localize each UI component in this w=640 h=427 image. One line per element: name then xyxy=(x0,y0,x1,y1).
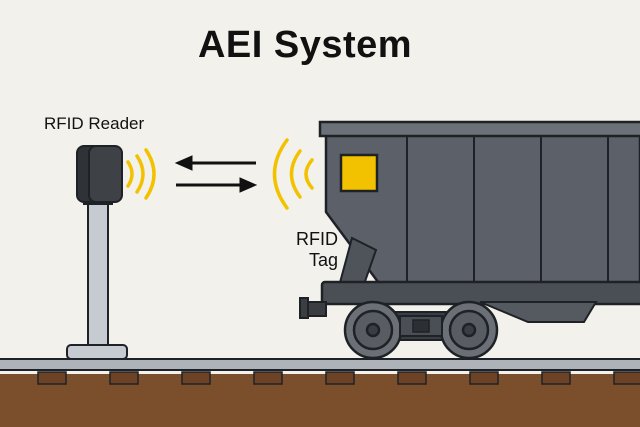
railcar-top-rim xyxy=(318,120,640,138)
hopper-railcar-icon xyxy=(299,120,640,360)
reader-housing-front xyxy=(88,145,123,203)
rfid-reader-label: RFID Reader xyxy=(44,114,145,133)
reader-post xyxy=(87,197,109,351)
diagram-title: AEI System xyxy=(197,24,413,66)
rfid-tag-label: RFID Tag xyxy=(282,229,338,271)
railcar-hopper-bottom xyxy=(479,301,598,323)
ground xyxy=(0,374,640,427)
railcar-panel-lines xyxy=(406,136,609,290)
tag-signal-waves xyxy=(272,138,314,210)
rfid-reader-icon xyxy=(66,145,128,360)
rail xyxy=(0,358,640,371)
bidirectional-arrows-icon xyxy=(174,155,258,193)
rfid-tag-label-line2: Tag xyxy=(308,250,338,270)
railcar-frame xyxy=(320,280,640,306)
coupler-head xyxy=(299,297,309,319)
wheel-rear xyxy=(439,300,499,360)
rfid-tag-label-line1: RFID xyxy=(296,229,338,249)
reader-signal-waves xyxy=(126,148,156,200)
railroad-ties xyxy=(37,371,640,385)
rfid-tag-icon xyxy=(339,153,379,193)
bogie-spring xyxy=(412,319,430,333)
reader-post-base xyxy=(66,344,128,360)
railcar-body xyxy=(324,124,640,292)
wheel-front xyxy=(343,300,403,360)
